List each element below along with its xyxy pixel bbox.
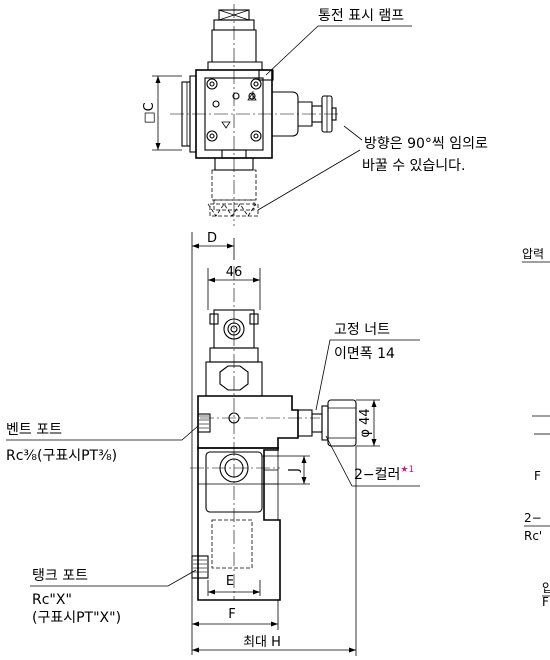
fix-nut-label: 고정 너트 <box>334 322 390 338</box>
dim-c: □C <box>142 102 157 123</box>
direction-note-line1: 방향은 90°씩 임의로 <box>364 136 488 152</box>
dim-46: 46 <box>226 265 243 280</box>
tank-port-spec1: Rc"X" <box>32 592 72 608</box>
fix-nut-sub: 이면폭 14 <box>334 346 395 362</box>
lamp-callout-label: 통전 표시 램프 <box>318 8 404 24</box>
tank-port-spec2: (구표시PT"X") <box>32 610 121 626</box>
clipped-right-labels: 압력 F 2− Rc' 압 F <box>522 247 550 609</box>
clipped-text: 압력 <box>522 247 544 261</box>
vent-port-label: 벤트 포트 <box>6 422 62 438</box>
bolt <box>250 78 262 90</box>
collar-label: 2−컬러★1 <box>354 465 414 483</box>
bolt <box>206 130 218 142</box>
vent-port-spec: Rc⅜(구표시PT⅜) <box>6 448 117 464</box>
clipped-text: 압 <box>542 581 550 595</box>
bolt <box>250 130 262 142</box>
front-handwheel <box>327 399 357 447</box>
indicator-lamp <box>258 69 274 81</box>
dim-d: D <box>207 231 217 246</box>
dim-phi44: φ 44 <box>358 408 373 437</box>
collar-mark: ★1 <box>400 465 414 475</box>
front-view: D 46 <box>6 231 420 656</box>
direction-note-line2: 바꿀 수 있습니다. <box>362 158 466 174</box>
clipped-text: F <box>542 595 549 609</box>
main-body <box>197 447 281 601</box>
dim-e: E <box>226 574 234 589</box>
clipped-text: F <box>534 469 541 483</box>
top-view: □C 통전 표시 램프 방향은 90°씩 임의로 바꿀 수 있습니다. <box>142 4 488 226</box>
upper-body <box>197 395 299 449</box>
clipped-text: 2− <box>524 511 542 525</box>
dim-f: F <box>228 607 235 622</box>
tank-port-label: 탱크 포트 <box>32 568 88 584</box>
clipped-text: Rc' <box>524 529 542 543</box>
dim-h: 최대 H <box>243 635 281 650</box>
dim-j: J <box>287 468 302 473</box>
bolt <box>206 78 218 90</box>
